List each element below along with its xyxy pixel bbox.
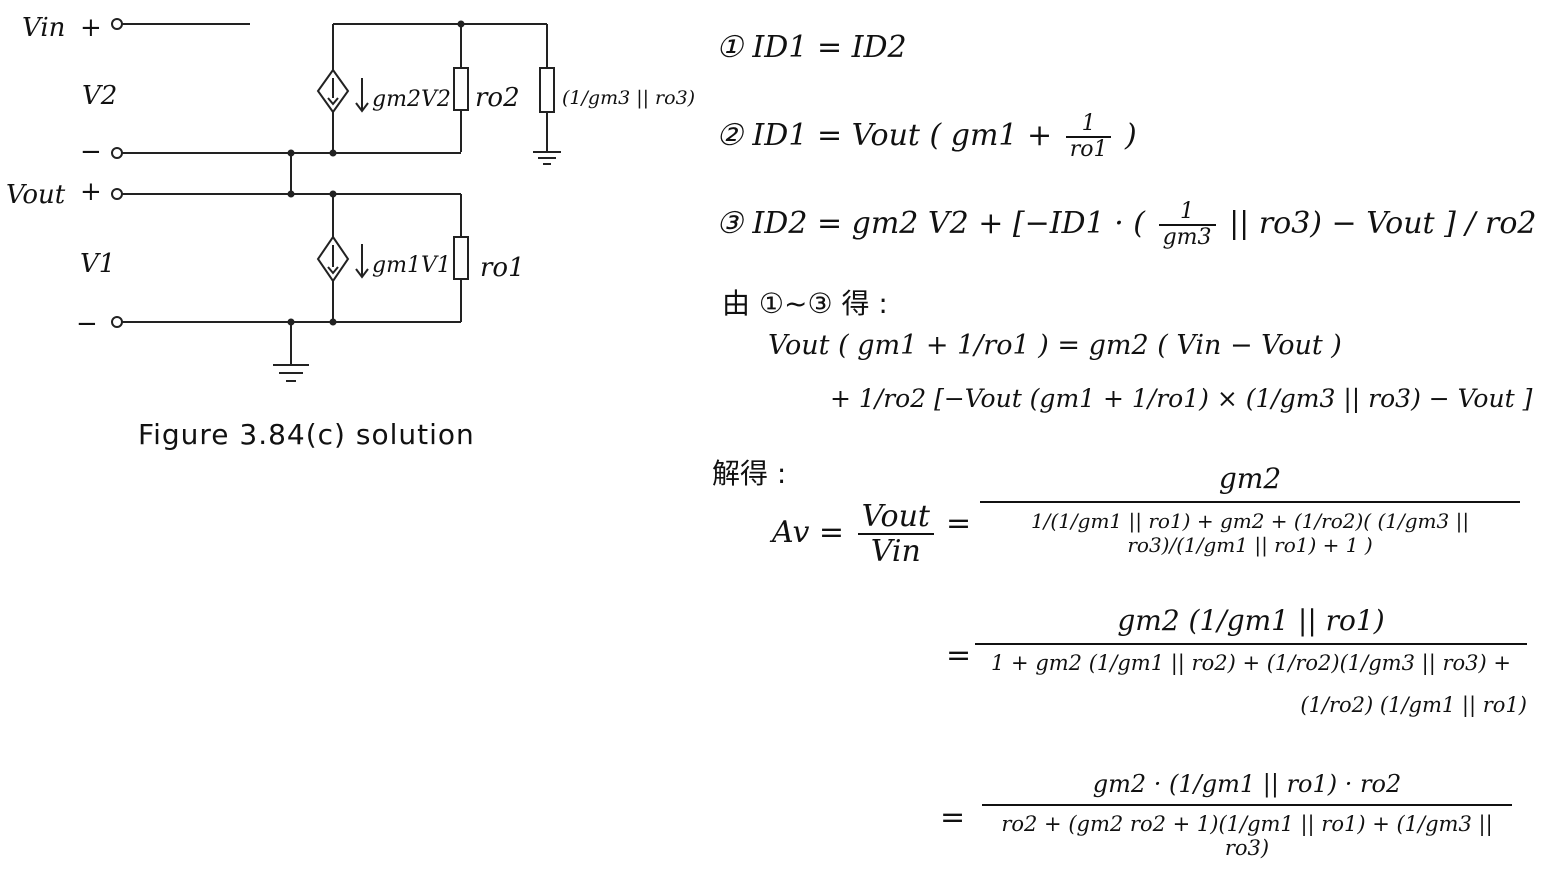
result-2-denominator-line-1: 1 + gm2 (1/gm1 || ro2) + (1/ro2)(1/gm3 |… [991,651,1511,675]
combined-equation-line-1: Vout ( gm1 + 1/ro1 ) = gm2 ( Vin − Vout … [768,330,1342,361]
equals-sign-1: = [946,506,972,541]
av-fraction: Vout Vin [857,500,934,568]
label-plus-mid: + [80,177,102,207]
label-ro1: ro1 [480,253,525,283]
current-source-gm2 [316,68,350,114]
equation-3-left: ③ ID2 = gm2 V2 + [−ID1 · ( [716,206,1146,242]
equation-2: ② ID1 = Vout ( gm1 + 1 ro1 ) [716,111,1137,163]
terminal-v1-minus [111,316,123,328]
label-load: (1/gm3 || ro3) [562,87,695,109]
label-v2: V2 [82,81,117,111]
terminal-v2-minus [111,147,123,159]
label-src-bot: gm1V1 [372,253,451,278]
label-src-top: gm2V2 [372,87,451,112]
resistor-load [539,67,555,113]
result-2-numerator: gm2 (1/gm1 || ro1) [1117,604,1385,637]
equation-2-fraction: 1 ro1 [1065,111,1112,162]
terminal-vin-plus [111,18,123,30]
av-definition: Av = Vout Vin [772,500,938,568]
from-label: 由 ①~③ 得 : [722,287,888,320]
result-3-denominator: ro2 + (gm2 ro2 + 1)(1/gm1 || ro1) + (1/g… [1001,812,1493,860]
resistor-ro2 [453,67,469,111]
combined-equation-line-2: + 1/ro2 [−Vout (gm1 + 1/ro1) × (1/gm3 ||… [830,384,1533,413]
result-1-denominator: 1/(1/gm1 || ro1) + gm2 + (1/ro2)( (1/gm3… [1030,509,1470,557]
label-vin: Vin [22,13,65,43]
equation-2-left: ② ID1 = Vout ( gm1 + [716,118,1053,154]
resistor-ro1 [453,236,469,280]
equation-1: ① ID1 = ID2 [716,30,907,65]
equation-3-fraction: 1 gm3 [1158,199,1216,250]
result-2: gm2 (1/gm1 || ro1) 1 + gm2 (1/gm1 || ro2… [975,604,1527,717]
label-vout: Vout [6,180,66,210]
equation-3: ③ ID2 = gm2 V2 + [−ID1 · ( 1 gm3 || ro3)… [716,199,1537,251]
current-source-gm1 [316,235,350,283]
equals-sign-3: = [940,800,966,835]
label-minus-bot: − [76,309,98,339]
label-ro2: ro2 [475,83,520,113]
circuit-diagram: Vin + V2 − Vout + V1 − gm2V2 gm1V1 ro2 r… [6,13,695,382]
result-3: gm2 · (1/gm1 || ro1) · ro2 ro2 + (gm2 ro… [982,770,1512,860]
result-1: gm2 1/(1/gm1 || ro1) + gm2 + (1/ro2)( (1… [980,462,1520,557]
terminal-vout-plus [111,188,123,200]
solve-label: 解得 : [712,457,787,490]
result-3-numerator: gm2 · (1/gm1 || ro1) · ro2 [1092,770,1402,798]
figure-caption: Figure 3.84(c) solution [138,418,475,451]
label-plus-top: + [80,13,102,43]
label-minus-top: − [80,137,102,167]
result-2-denominator-line-2: (1/ro2) (1/gm1 || ro1) [1300,693,1527,717]
equals-sign-2: = [946,638,972,673]
result-1-numerator: gm2 [1218,462,1282,495]
label-v1: V1 [80,249,115,279]
